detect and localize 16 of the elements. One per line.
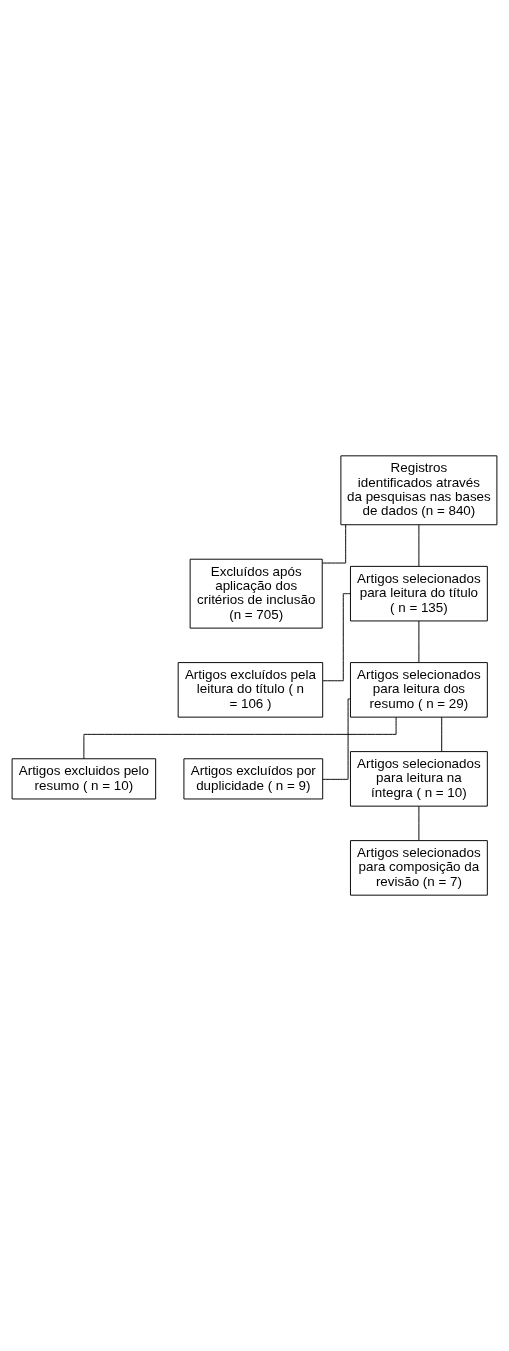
connector (441, 716, 443, 752)
connector (418, 620, 420, 663)
node-box: Artigos excluídos pela leitura do título ( n = 106 ) (177, 662, 324, 718)
node-box: Artigos selecionados para leitura na íntegra ( n = 10) (349, 751, 488, 807)
connector (322, 593, 351, 682)
node-box: Artigos excluidos pelo resumo ( n = 10) (11, 758, 157, 800)
connector (418, 805, 420, 841)
node-box: Registros identificados através da pesquisas nas bases de dados (n = 840) (340, 455, 498, 526)
node-box: Artigos excluídos por duplicidade ( n = 9) (183, 758, 324, 800)
node-box: Artigos selecionados para leitura dos resumo ( n = 29) (349, 662, 488, 718)
connector (322, 698, 351, 780)
node-box: Artigos selecionados para leitura do título ( n = 135) (349, 565, 488, 622)
node-box: Artigos selecionados para composição da revisão (n = 7) (349, 840, 488, 896)
node-box: Excluídos após aplicação dos critérios de inclusão (n = 705) (189, 558, 323, 629)
connector (418, 524, 420, 567)
connector (322, 524, 347, 564)
